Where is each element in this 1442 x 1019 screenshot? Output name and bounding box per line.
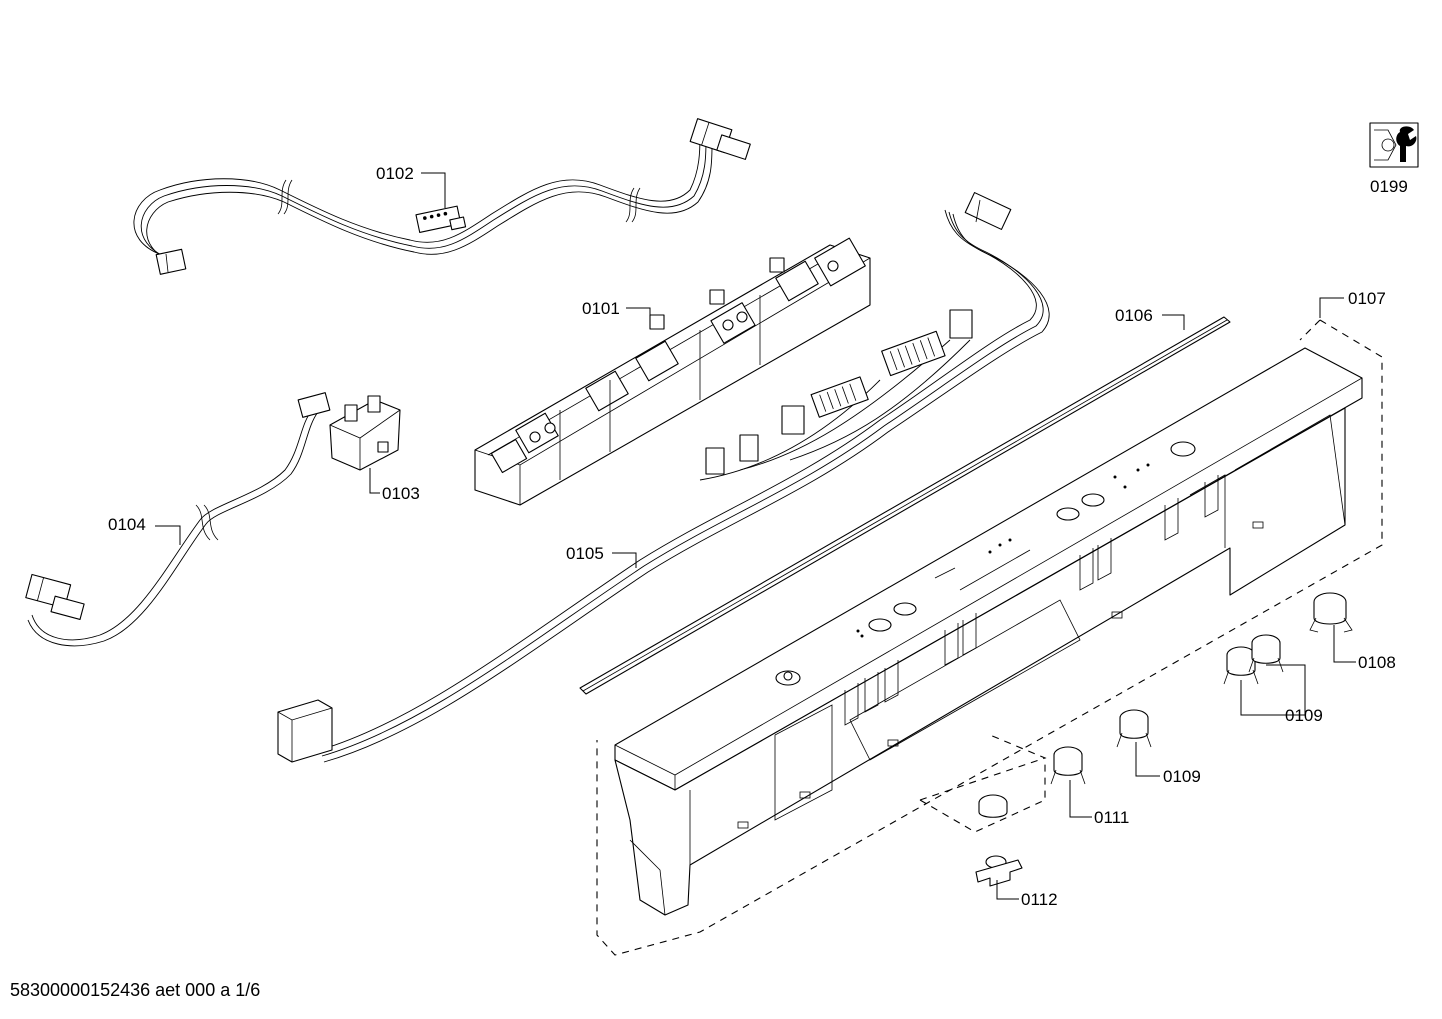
part-0103-switch[interactable]: [329, 395, 401, 471]
part-0108-button[interactable]: [1309, 592, 1353, 633]
label-0109-b: 0109: [1163, 767, 1201, 786]
part-0111-button[interactable]: [978, 746, 1086, 818]
label-0112: 0112: [1021, 890, 1058, 909]
part-0109-button-single[interactable]: [1116, 709, 1152, 748]
part-0109-button-pair[interactable]: [1223, 634, 1284, 685]
document-id-footer: 58300000152436 aet 000 a 1/6: [10, 980, 261, 1000]
label-0107: 0107: [1348, 289, 1386, 308]
part-0104-harness[interactable]: [24, 392, 331, 647]
part-0105-harness[interactable]: [277, 192, 1050, 763]
label-0104: 0104: [108, 515, 146, 534]
label-0105: 0105: [566, 544, 604, 563]
label-0106: 0106: [1115, 306, 1153, 325]
label-0109-a: 0109: [1285, 706, 1323, 725]
knob-group-boundary: [919, 734, 1047, 833]
label-0101: 0101: [582, 299, 620, 318]
label-0199: 0199: [1370, 177, 1408, 196]
part-0107-panel[interactable]: [596, 319, 1383, 956]
part-0112-clip[interactable]: [975, 855, 1023, 887]
part-0101-control-module[interactable]: [474, 237, 871, 506]
label-0103: 0103: [382, 484, 420, 503]
part-0102-harness[interactable]: [133, 118, 753, 275]
label-0111: 0111: [1094, 808, 1129, 827]
part-0106-seal[interactable]: [579, 316, 1231, 695]
label-0108: 0108: [1358, 653, 1396, 672]
wrench-nut-icon: [1369, 122, 1419, 168]
label-0102: 0102: [376, 164, 414, 183]
